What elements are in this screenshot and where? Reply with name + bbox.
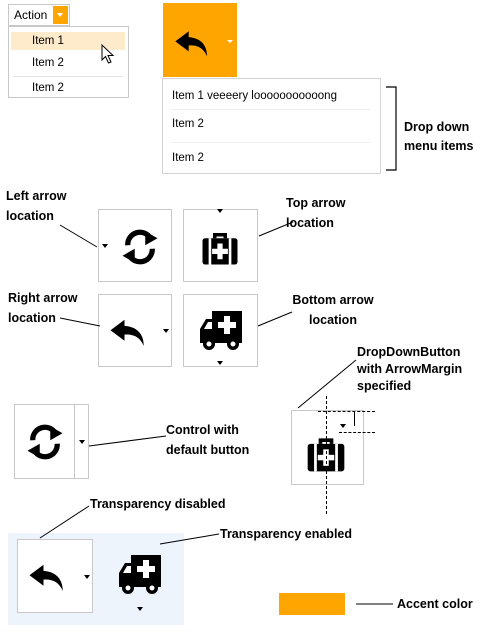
menu-item[interactable]: Item 2 (32, 57, 64, 69)
accent-dropdown-menu: Item 1 veeeery looooooooooong Item 2 Ite… (162, 78, 381, 174)
left-arrow-dropdown-button[interactable] (98, 209, 172, 282)
annotation-transparency-enabled: Transparency enabled (220, 527, 353, 541)
default-dropdown-button[interactable] (14, 404, 89, 479)
menu-item[interactable]: Item 1 (32, 35, 64, 47)
margin-guide-vertical (326, 396, 327, 514)
chevron-down-icon (137, 607, 143, 611)
margin-guide-vertical (354, 412, 355, 426)
action-dropdown-arrow[interactable] (53, 6, 68, 24)
menu-separator (171, 109, 371, 110)
accent-color-swatch (279, 593, 345, 615)
annotation-arrow-margin: DropDownButton with ArrowMargin specifie… (357, 345, 463, 393)
chevron-down-icon (84, 575, 90, 579)
menu-separator (171, 142, 371, 143)
transparency-enabled-button[interactable] (109, 539, 171, 615)
menu-item[interactable]: Item 2 (172, 152, 204, 164)
menu-item-hover[interactable] (11, 32, 125, 50)
transparency-disabled-button[interactable] (17, 539, 93, 613)
arrow-margin-dropdown-button[interactable] (291, 410, 364, 485)
bracket-icon (386, 86, 397, 171)
annotation-dropdown-items: Drop down menu items (404, 120, 474, 153)
menu-separator (13, 76, 123, 77)
chevron-down-icon (217, 361, 223, 365)
chevron-down-icon (217, 209, 223, 213)
action-label: Action (14, 8, 48, 22)
accent-dropdown-button[interactable] (163, 3, 237, 77)
chevron-down-icon (57, 13, 63, 17)
annotation-accent-color: Accent color (397, 597, 473, 611)
annotation-transparency-disabled: Transparency disabled (90, 497, 226, 511)
right-arrow-dropdown-button[interactable] (98, 294, 172, 367)
annotation-bottom-arrow: Bottom arrow location (292, 293, 374, 327)
chevron-down-icon (102, 244, 108, 248)
chevron-down-icon (340, 424, 346, 428)
menu-item[interactable]: Item 2 (172, 118, 204, 130)
action-dropdown-button[interactable]: Action (8, 4, 70, 26)
top-arrow-dropdown-button[interactable] (183, 209, 258, 282)
menu-item[interactable]: Item 2 (32, 82, 64, 94)
annotation-right-arrow: Right arrow location (8, 291, 78, 325)
menu-item[interactable]: Item 1 veeeery looooooooooong (172, 90, 337, 102)
mouse-cursor-icon (101, 44, 115, 64)
annotation-left-arrow: Left arrow location (6, 189, 67, 223)
annotation-top-arrow: Top arrow location (286, 196, 346, 230)
annotation-default-button: Control with default button (166, 423, 250, 457)
split-divider (74, 405, 75, 478)
chevron-down-icon (227, 40, 233, 43)
bottom-arrow-dropdown-button[interactable] (183, 294, 258, 367)
chevron-down-icon (79, 440, 85, 444)
margin-guide-horizontal (339, 432, 375, 433)
chevron-down-icon (163, 329, 169, 333)
margin-guide-horizontal (318, 411, 375, 412)
